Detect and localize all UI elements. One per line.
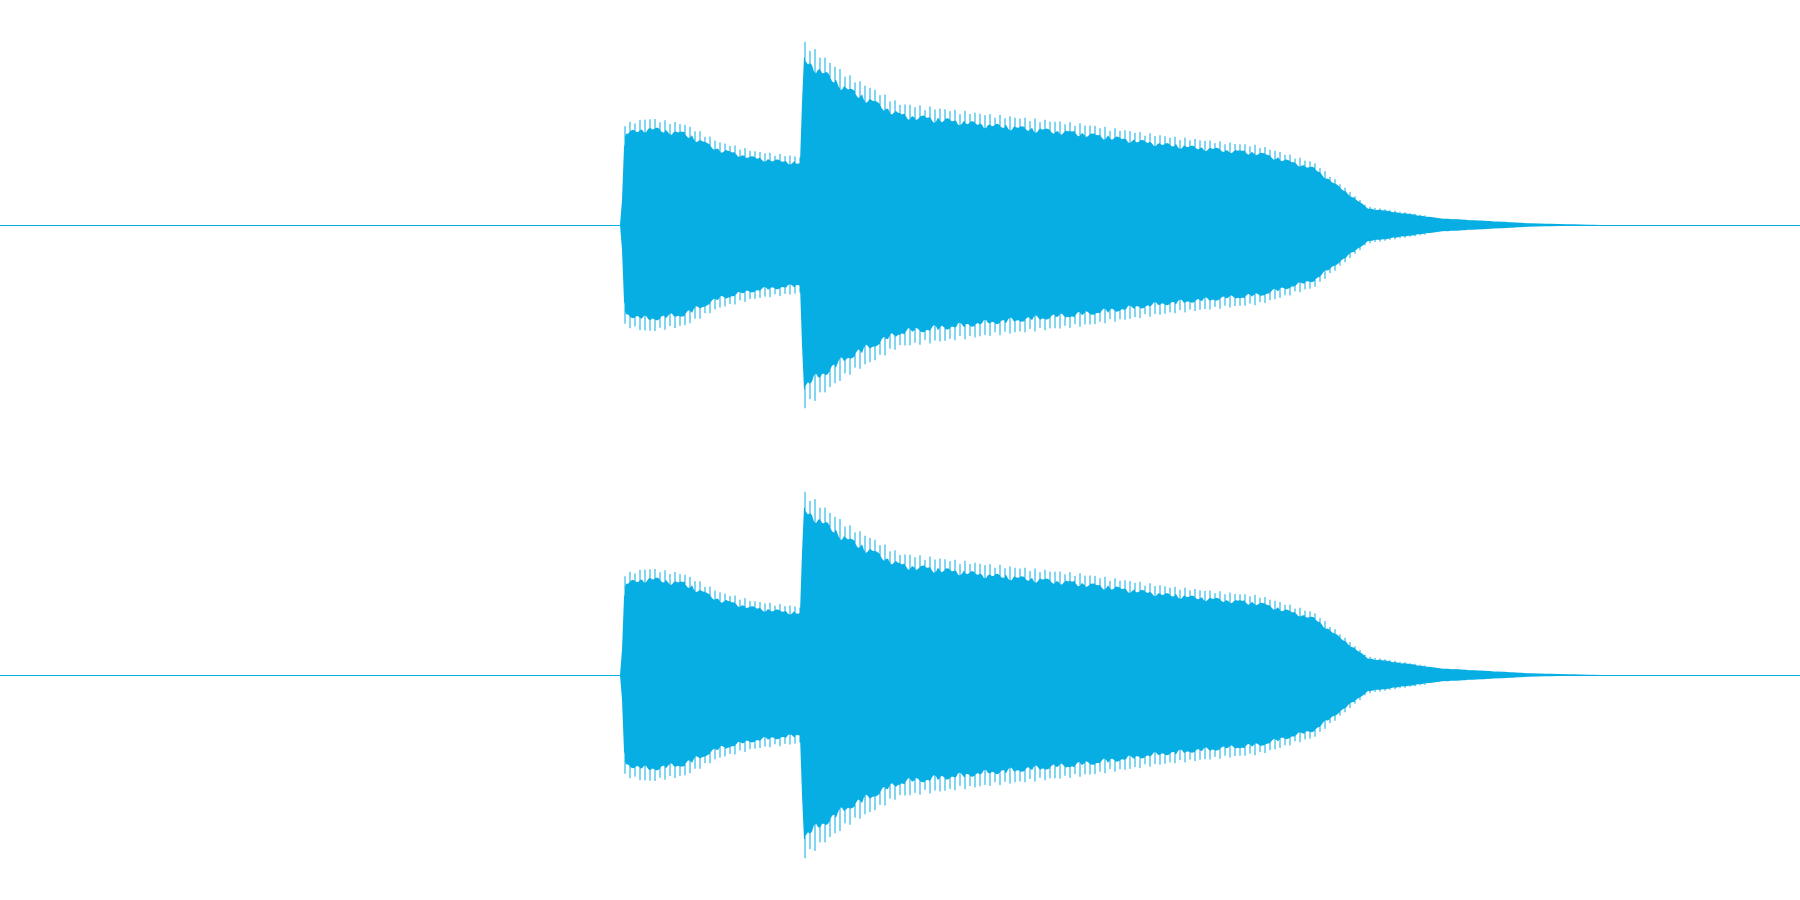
channel-left-spikes: [624, 41, 1426, 409]
channel-right: [0, 491, 1800, 859]
channel-left: [0, 41, 1800, 409]
channel-right-spikes: [624, 491, 1426, 859]
